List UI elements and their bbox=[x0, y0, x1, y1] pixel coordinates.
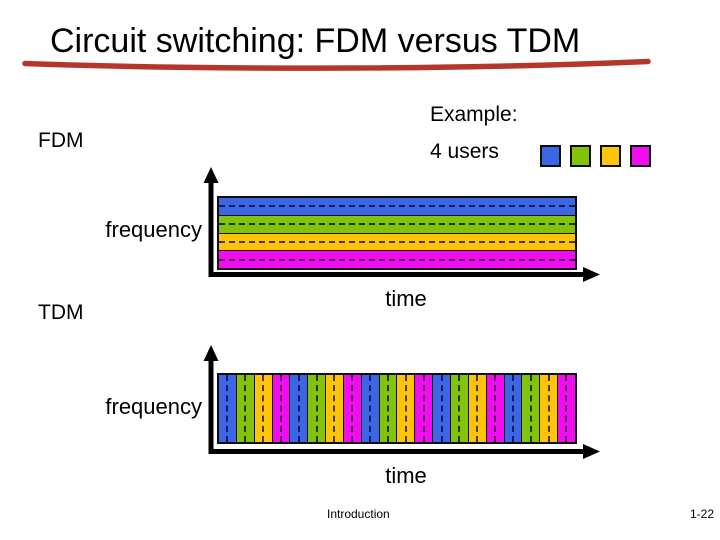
tdm-slot-user-magenta bbox=[343, 375, 362, 442]
fdm-band-user-magenta bbox=[219, 251, 575, 268]
slide-title: Circuit switching: FDM versus TDM bbox=[50, 22, 581, 60]
tdm-slot-user-yellow bbox=[254, 375, 273, 442]
tdm-slot-dashed-line bbox=[351, 375, 354, 442]
user-green-swatch bbox=[570, 145, 591, 167]
fdm-band-dashed-line bbox=[219, 240, 575, 243]
tdm-slot-dashed-line bbox=[226, 375, 229, 442]
tdm-slot-dashed-line bbox=[262, 375, 265, 442]
tdm-slot-dashed-line bbox=[279, 375, 282, 442]
tdm-slot-dashed-line bbox=[440, 375, 443, 442]
tdm-slot-dashed-line bbox=[494, 375, 497, 442]
users-legend bbox=[540, 145, 651, 167]
tdm-slot-dashed-line bbox=[511, 375, 514, 442]
tdm-slot-user-magenta bbox=[415, 375, 434, 442]
fdm-band-dashed-line bbox=[219, 205, 575, 208]
tdm-slot-user-blue bbox=[504, 375, 523, 442]
fdm-section-label: FDM bbox=[38, 129, 84, 152]
fdm-time-axis-label: time bbox=[385, 286, 427, 311]
fdm-frequency-axis-label: frequency bbox=[105, 217, 202, 242]
tdm-slot-dashed-line bbox=[404, 375, 407, 442]
tdm-slot-dashed-line bbox=[476, 375, 479, 442]
tdm-slot-dashed-line bbox=[547, 375, 550, 442]
tdm-slot-user-yellow bbox=[540, 375, 559, 442]
tdm-slot-user-green bbox=[308, 375, 327, 442]
tdm-slot-user-yellow bbox=[326, 375, 344, 442]
user-blue-swatch bbox=[540, 145, 561, 167]
title-underline bbox=[22, 58, 651, 71]
fdm-band-dashed-line bbox=[219, 258, 575, 261]
footer-section: Introduction bbox=[327, 507, 390, 521]
tdm-slot-area bbox=[217, 373, 577, 444]
tdm-slot-user-yellow bbox=[397, 375, 416, 442]
tdm-slot-user-yellow bbox=[468, 375, 487, 442]
tdm-slot-dashed-line bbox=[458, 375, 461, 442]
fdm-band-dashed-line bbox=[219, 223, 575, 226]
tdm-slot-user-green bbox=[379, 375, 398, 442]
tdm-slot-user-magenta bbox=[558, 375, 575, 442]
fdm-band-area bbox=[217, 196, 577, 270]
tdm-slot-dashed-line bbox=[422, 375, 425, 442]
user-magenta-swatch bbox=[630, 145, 651, 167]
tdm-slot-user-green bbox=[450, 375, 469, 442]
tdm-slot-user-blue bbox=[361, 375, 380, 442]
tdm-slot-user-blue bbox=[433, 375, 451, 442]
tdm-slot-dashed-line bbox=[565, 375, 568, 442]
fdm-band-user-blue bbox=[219, 198, 575, 216]
users-count-label: 4 users bbox=[430, 140, 499, 163]
tdm-slot-user-blue bbox=[219, 375, 237, 442]
tdm-slot-user-green bbox=[236, 375, 255, 442]
tdm-slot-user-magenta bbox=[272, 375, 291, 442]
tdm-slot-dashed-line bbox=[297, 375, 300, 442]
tdm-slot-user-green bbox=[522, 375, 541, 442]
tdm-slot-dashed-line bbox=[244, 375, 247, 442]
tdm-slot-dashed-line bbox=[529, 375, 532, 442]
tdm-slot-dashed-line bbox=[315, 375, 318, 442]
tdm-slot-dashed-line bbox=[369, 375, 372, 442]
tdm-time-axis-label: time bbox=[385, 463, 427, 488]
footer-page-number: 1-22 bbox=[690, 507, 715, 521]
example-heading: Example: bbox=[430, 103, 518, 126]
tdm-slot-user-blue bbox=[290, 375, 309, 442]
user-yellow-swatch bbox=[600, 145, 621, 167]
tdm-frequency-axis-label: frequency bbox=[105, 394, 202, 419]
tdm-slot-user-magenta bbox=[486, 375, 505, 442]
tdm-slot-dashed-line bbox=[333, 375, 336, 442]
fdm-band-user-yellow bbox=[219, 233, 575, 252]
tdm-slot-dashed-line bbox=[387, 375, 390, 442]
tdm-section-label: TDM bbox=[38, 301, 84, 324]
fdm-band-user-green bbox=[219, 215, 575, 234]
